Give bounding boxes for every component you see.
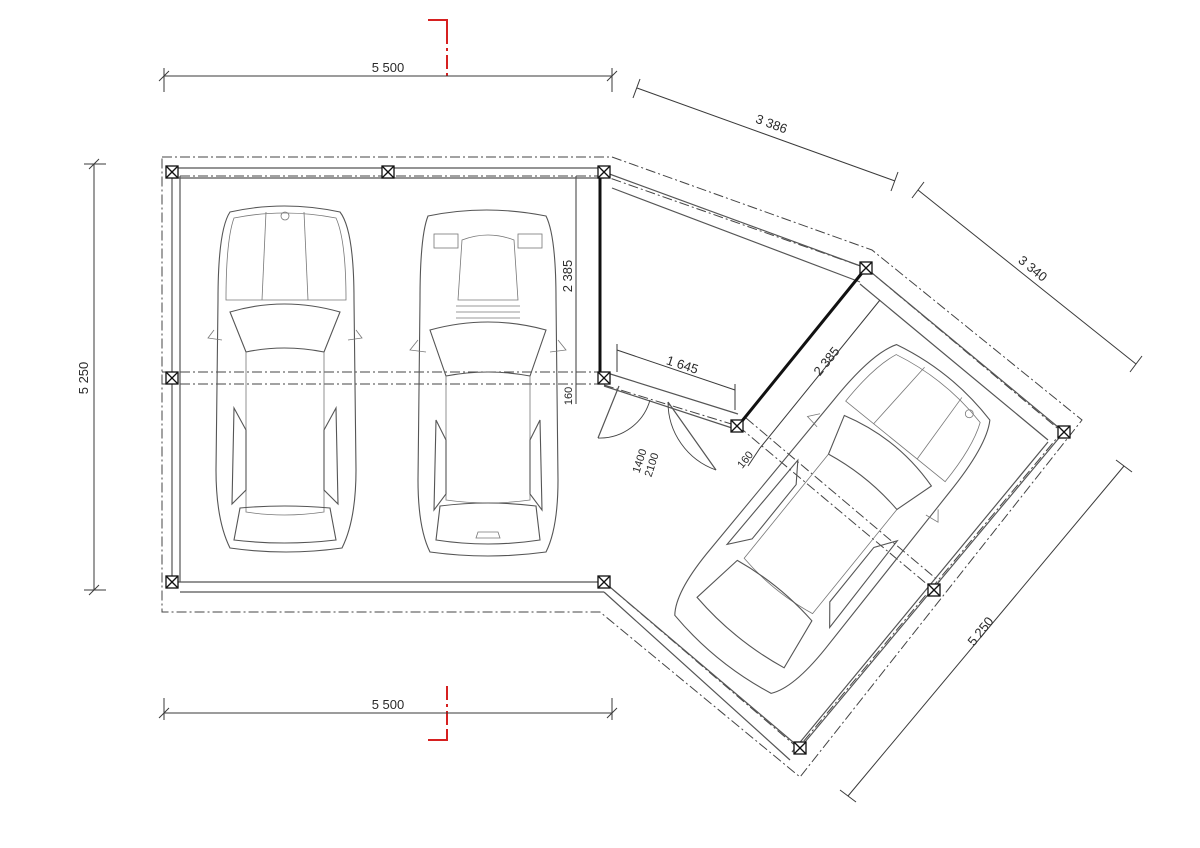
partition-wall-right: [736, 267, 868, 427]
dimension-bottom-width: 5 500: [158, 697, 618, 720]
dimension-left-height-label: 5 250: [76, 362, 91, 395]
dimension-angled-wing-depth-label: 3 340: [1015, 252, 1050, 284]
car-middle: [409, 209, 567, 557]
structural-posts: [165, 165, 1071, 755]
dimension-top-width: 5 500: [158, 60, 618, 92]
post-angled-right: [1057, 425, 1071, 439]
post-top-middle: [381, 165, 395, 179]
dimension-bottom-width-label: 5 500: [372, 697, 405, 712]
dimension-wall-left: 160: [563, 378, 577, 405]
section-marker-bottom: [428, 686, 448, 741]
dimension-bay-depth: 2 385: [560, 176, 577, 378]
post-top-right: [597, 165, 611, 179]
dimension-angled-wing-top-label: 3 386: [754, 111, 790, 136]
post-angled-bottom: [793, 741, 807, 755]
door-opening: 1 645 1400 2100: [597, 344, 739, 479]
dimension-left-height: 5 250: [76, 158, 106, 596]
dimension-angled-wing-depth: 3 340: [911, 181, 1143, 373]
dimension-angled-wing-top: 3 386: [632, 78, 899, 192]
dimension-door-opening-label: 1 645: [665, 353, 701, 377]
dimension-angled-bay-depth-label: 2 385: [810, 344, 842, 379]
post-middle-right: [597, 371, 611, 385]
post-angled-middle: [927, 583, 941, 597]
dimension-angled-length-label: 5 250: [964, 614, 996, 649]
outer-boundary: [161, 156, 1083, 778]
dimension-top-width-label: 5 500: [372, 60, 405, 75]
car-left: [207, 205, 363, 553]
post-top-left: [165, 165, 179, 179]
section-marker-top: [428, 19, 448, 78]
dimension-bay-depth-label: 2 385: [560, 260, 575, 293]
post-middle-left: [165, 371, 179, 385]
dimension-wall-left-label: 160: [563, 387, 575, 405]
dimension-wall-right: 160: [735, 447, 761, 471]
post-angled-top: [859, 261, 873, 275]
car-angled: [674, 343, 991, 694]
post-bottom-left: [165, 575, 179, 589]
dimension-angled-length: 5 250: [839, 459, 1133, 803]
post-bottom-right: [597, 575, 611, 589]
dimension-wall-right-label: 160: [735, 449, 756, 471]
post-angled-door: [730, 419, 744, 433]
dimension-angled-bay-depth: 2 385: [759, 299, 881, 449]
